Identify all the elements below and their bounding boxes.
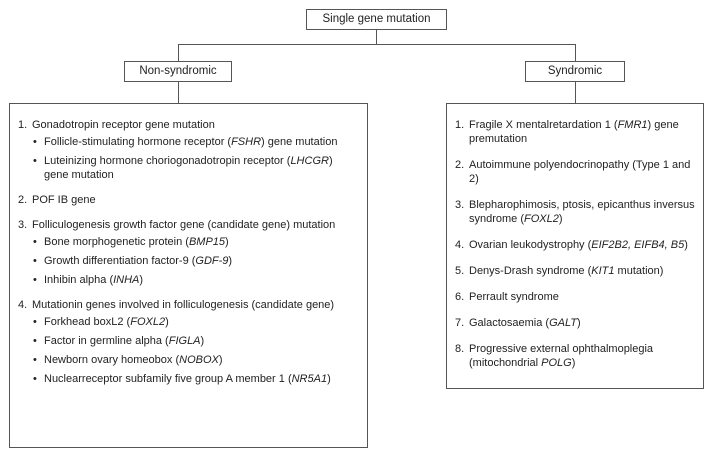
connector-right-box <box>575 81 576 103</box>
connector-root-down <box>376 30 377 45</box>
item-number: 8. <box>455 343 465 355</box>
gene-symbol: FMR1 <box>617 119 648 131</box>
sub-list: Follicle-stimulating hormone receptor (F… <box>32 135 359 182</box>
list-item: 6.Perrault syndrome <box>455 291 559 303</box>
root-label: Single gene mutation <box>322 13 431 25</box>
list-item: 4. Mutationin genes involved in follicul… <box>18 298 359 386</box>
item-number: 4. <box>455 239 465 251</box>
non-syndromic-label: Non-syndromic <box>139 65 217 77</box>
gene-symbol: INHA <box>113 274 140 286</box>
gene-symbol: NOBOX <box>179 354 219 366</box>
item-number: 2. <box>455 159 465 171</box>
gene-symbol: FOXL2 <box>130 316 166 328</box>
sub-item: Factor in germline alpha (FIGLA) <box>32 334 359 348</box>
connector-horizontal <box>178 44 575 45</box>
gene-symbol: POLG <box>541 357 572 369</box>
sub-item: Bone morphogenetic protein (BMP15) <box>32 235 359 249</box>
item-number: 4. <box>18 299 28 311</box>
list-item: 1.Fragile X mentalretardation 1 (FMR1) g… <box>455 119 679 145</box>
item-number: 6. <box>455 291 465 303</box>
sub-item: Inhibin alpha (INHA) <box>32 273 359 287</box>
gene-symbol: FIGLA <box>168 335 201 347</box>
connector-right-down <box>575 44 576 61</box>
list-item: 3.Blepharophimosis, ptosis, epicanthus i… <box>455 199 695 225</box>
item-text: Mutationin genes involved in folliculoge… <box>32 299 335 311</box>
sub-item: Nuclearreceptor subfamily five group A m… <box>32 372 359 386</box>
sub-item: Forkhead boxL2 (FOXL2) <box>32 315 359 329</box>
item-number: 5. <box>455 265 465 277</box>
gene-symbol: LHCGR <box>290 155 329 167</box>
item-number: 1. <box>455 119 465 131</box>
list-item: 2.Autoimmune polyendocrinopathy (Type 1 … <box>455 159 691 185</box>
gene-symbol: EIF2B2, EIFB4, B5 <box>591 239 685 251</box>
syndromic-list: 1.Fragile X mentalretardation 1 (FMR1) g… <box>455 118 695 370</box>
gene-symbol: FSHR <box>231 136 262 148</box>
non-syndromic-list: 1. Gonadotropin receptor gene mutation F… <box>18 118 359 386</box>
gene-symbol: BMP15 <box>188 236 226 248</box>
syndromic-label: Syndromic <box>547 65 603 77</box>
list-item: 7.Galactosaemia (GALT) <box>455 317 581 329</box>
item-text: Folliculogenesis growth factor gene (can… <box>32 219 336 231</box>
item-number: 3. <box>455 199 465 211</box>
sub-item: Newborn ovary homeobox (NOBOX) <box>32 353 359 367</box>
list-item: 1. Gonadotropin receptor gene mutation F… <box>18 118 359 182</box>
gene-symbol: NR5A1 <box>291 373 328 385</box>
item-text: Gonadotropin receptor gene mutation <box>32 119 215 131</box>
gene-symbol: GALT <box>549 317 578 329</box>
sub-list: Forkhead boxL2 (FOXL2) Factor in germlin… <box>32 315 359 386</box>
non-syndromic-list-box: 1. Gonadotropin receptor gene mutation F… <box>9 103 368 448</box>
sub-item: Follicle-stimulating hormone receptor (F… <box>32 135 359 149</box>
connector-left-box <box>178 81 179 103</box>
list-item: 8.Progressive external ophthalmoplegia (… <box>455 343 654 369</box>
syndromic-list-box: 1.Fragile X mentalretardation 1 (FMR1) g… <box>446 103 704 389</box>
item-number: 3. <box>18 219 28 231</box>
connector-left-down <box>178 44 179 61</box>
list-item: 2. POF IB gene <box>18 193 359 207</box>
list-item: 5.Denys-Drash syndrome (KIT1 mutation) <box>455 265 664 277</box>
item-text: POF IB gene <box>32 194 96 206</box>
root-node: Single gene mutation <box>306 9 447 30</box>
non-syndromic-node: Non-syndromic <box>124 61 232 82</box>
gene-symbol: FOXL2 <box>524 213 559 225</box>
sub-list: Bone morphogenetic protein (BMP15) Growt… <box>32 235 359 287</box>
gene-symbol: KIT1 <box>591 265 615 277</box>
sub-item: Growth differentiation factor-9 (GDF-9) <box>32 254 359 268</box>
sub-item: Luteinizing hormone choriogonadotropin r… <box>32 154 359 182</box>
item-number: 2. <box>18 194 28 206</box>
list-item: 4.Ovarian leukodystrophy (EIF2B2, EIFB4,… <box>455 239 688 251</box>
item-number: 7. <box>455 317 465 329</box>
gene-symbol: GDF-9 <box>195 255 229 267</box>
syndromic-node: Syndromic <box>525 61 625 82</box>
list-item: 3. Folliculogenesis growth factor gene (… <box>18 218 359 287</box>
item-number: 1. <box>18 119 28 131</box>
